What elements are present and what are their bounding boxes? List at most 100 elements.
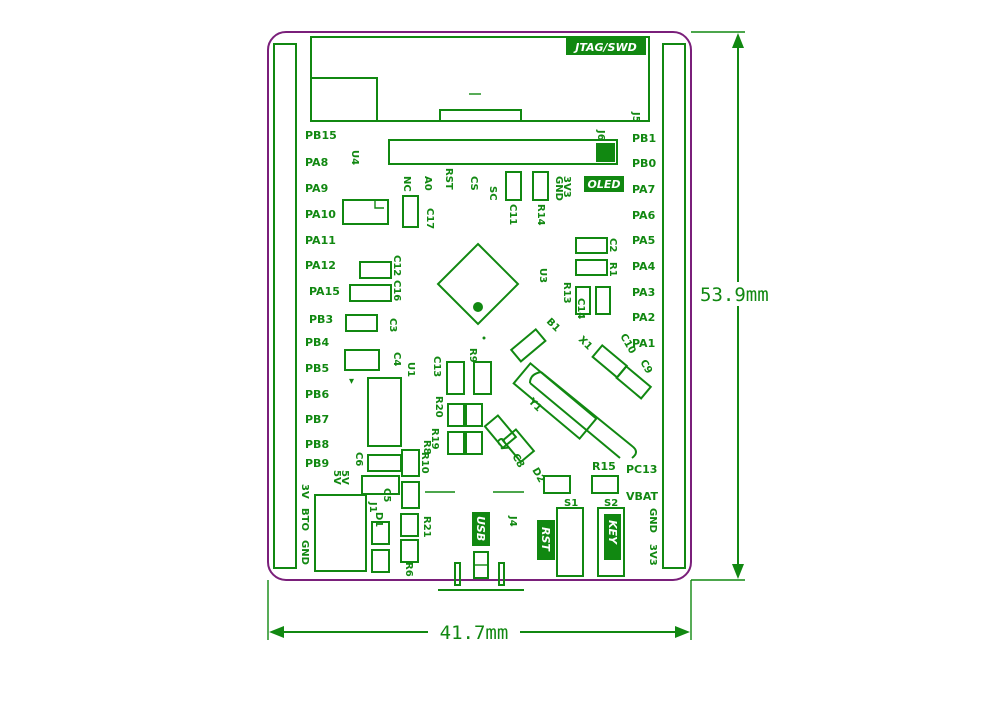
j5-label: J5 — [630, 111, 641, 123]
x1-crystal-edge2 — [529, 382, 621, 459]
d1-part — [371, 521, 390, 545]
r19b-part — [465, 431, 483, 455]
right-pin: PA1 — [632, 337, 655, 350]
right-pin: PA4 — [632, 260, 656, 273]
board-outline — [267, 31, 692, 581]
u4-label: U4 — [349, 150, 360, 165]
u1-part — [367, 377, 402, 447]
right-pin: PA5 — [632, 234, 655, 247]
b1-part — [509, 327, 547, 363]
u4-part — [342, 199, 389, 225]
c16-part — [349, 284, 392, 302]
u3-mcu — [436, 242, 520, 326]
power-3v: 3V — [299, 484, 310, 499]
right-pin: PB1 — [632, 132, 656, 145]
c14-label: C14 — [575, 298, 586, 319]
left-pin: PB8 — [305, 438, 329, 451]
b1-label: B1 — [544, 316, 562, 334]
s1-label: S1 — [564, 498, 578, 509]
r20-label: R20 — [433, 396, 444, 418]
c3-part — [345, 314, 378, 332]
s1-button — [556, 507, 584, 577]
c7-part — [483, 414, 518, 450]
rst-label-box — [537, 520, 555, 560]
right-pin: PB0 — [632, 157, 656, 170]
r15-part — [591, 475, 619, 494]
c2-label: C2 — [607, 238, 618, 252]
c6-label: C6 — [353, 452, 364, 466]
left-pin: PB7 — [305, 413, 329, 426]
r14-label: R14 — [535, 204, 546, 226]
oled-pin-gnd: GND — [553, 176, 564, 201]
left-pin: PB4 — [305, 336, 329, 349]
jtag-label: JTAG/SWD — [573, 41, 637, 54]
c9-part — [615, 364, 653, 400]
right-pin: PA2 — [632, 311, 655, 324]
left-pin: PA10 — [305, 208, 336, 221]
s2-button — [597, 507, 625, 577]
c17-part — [402, 195, 419, 228]
rst-label: RST — [539, 527, 552, 552]
right-pin: 3V3 — [647, 544, 658, 566]
r19-label: R19 — [429, 428, 440, 450]
right-header-strip — [662, 43, 686, 569]
c4-part — [344, 349, 380, 371]
left-header-strip — [273, 43, 297, 569]
j6-header — [388, 139, 618, 165]
c11-part — [505, 171, 522, 201]
r20b-part — [465, 403, 483, 427]
left-pin: PB15 — [305, 129, 337, 142]
usb-label: USB — [474, 516, 487, 541]
r10-part — [401, 449, 420, 477]
dim-width-arrow-left — [269, 626, 284, 638]
right-pin: PA6 — [632, 209, 656, 222]
y1-crystal — [512, 361, 598, 441]
r8-label: R8 — [421, 440, 432, 455]
left-pin: PA12 — [305, 259, 336, 272]
left-pin: PB5 — [305, 362, 329, 375]
j6-pin1 — [596, 143, 615, 162]
key-label: KEY — [606, 520, 619, 545]
x1-label: X1 — [576, 334, 594, 352]
y1-label: Y1 — [525, 396, 544, 415]
right-pin: PA7 — [632, 183, 655, 196]
left-pin: PB9 — [305, 457, 329, 470]
left-pin: PB3 — [309, 313, 333, 326]
oled-pin-cs: CS — [468, 176, 479, 191]
c6-part — [367, 454, 402, 472]
jtag-label-box — [566, 38, 646, 55]
j1-label: J1 — [367, 501, 378, 513]
c4-label: C4 — [391, 352, 402, 366]
d1-label: D1 — [373, 512, 384, 527]
r21-label: R21 — [421, 516, 432, 538]
r6-label: R6 — [403, 562, 414, 577]
u1-label: U1 — [405, 362, 416, 377]
c11-label: C11 — [507, 204, 518, 225]
c4-marker: ▾ — [349, 376, 354, 387]
oled-pin-a0: A0 — [422, 176, 433, 191]
r14-part — [532, 171, 549, 201]
right-pin: PC13 — [626, 463, 657, 476]
jtag-key — [439, 109, 522, 122]
r13-part — [575, 286, 591, 315]
oled-pin-3v3: 3V3 — [561, 176, 572, 198]
c13-label: C13 — [431, 356, 442, 377]
r1-label: R1 — [607, 262, 618, 277]
boot-jumper — [314, 494, 367, 572]
x1-crystal-edge — [540, 371, 637, 459]
j4-label: J4 — [507, 515, 518, 527]
c8-part — [501, 428, 536, 464]
r19-part — [447, 431, 465, 455]
left-pin: PA11 — [305, 234, 336, 247]
oled-pin-nc: NC — [401, 176, 412, 192]
power-5v-left: 5V — [331, 470, 342, 485]
c16-label: C16 — [391, 280, 402, 301]
d2-part — [543, 475, 571, 494]
s2-label: S2 — [604, 498, 618, 509]
left-pin: PA15 — [309, 285, 340, 298]
c10-label: C10 — [617, 332, 637, 356]
u3-pin1-dot — [473, 302, 483, 312]
u3-label: U3 — [537, 268, 548, 283]
key-label-box — [604, 514, 621, 560]
